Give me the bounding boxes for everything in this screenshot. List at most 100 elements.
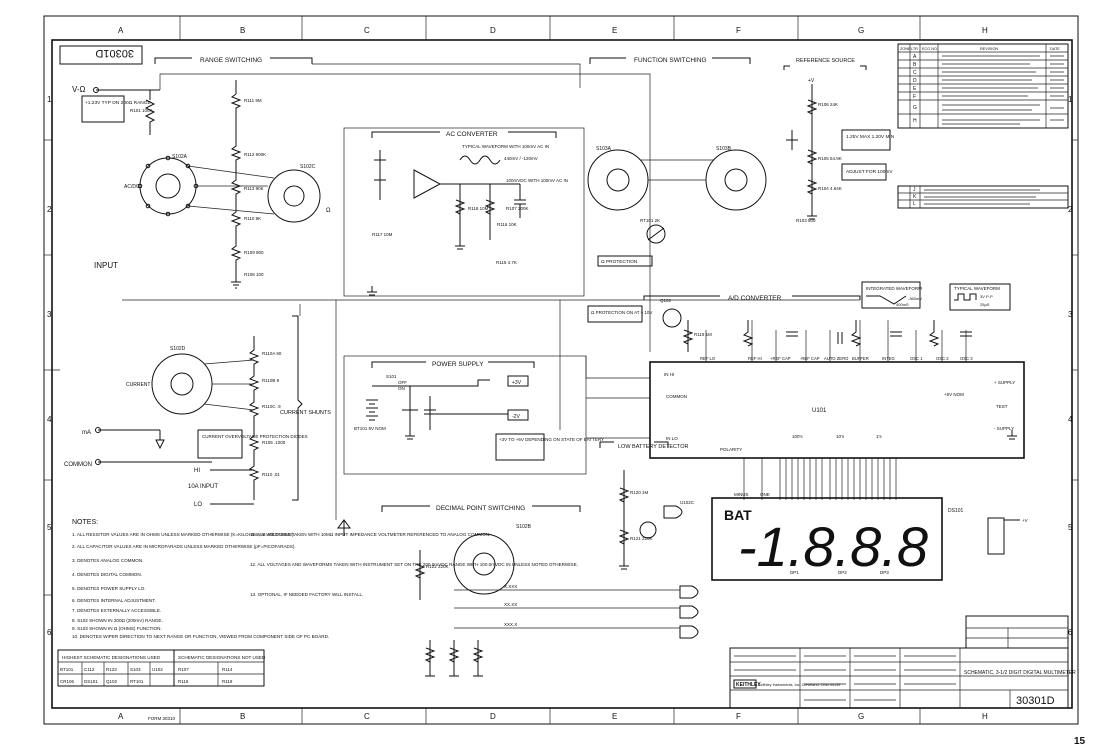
grid-col-f-bottom: F <box>736 712 741 721</box>
u101-lo-pin: IN LO <box>666 436 678 441</box>
omega-label: Ω <box>326 208 331 214</box>
minus2v-label: -2V <box>512 414 520 420</box>
drawing-title: SCHEMATIC, 3-1/2 DIGIT DIGITAL MULTIMETE… <box>964 670 1076 676</box>
u101-supply-minus: - SUPPLY <box>994 426 1014 431</box>
title-block-upper <box>965 615 1069 649</box>
r105-label: R105 54.9K <box>818 156 842 161</box>
doc-number-top: 30301D <box>95 47 134 59</box>
svg-text:L: L <box>913 201 916 207</box>
overvoltage-box <box>197 429 243 459</box>
r110b-label: R110B 9 <box>262 378 280 383</box>
svg-text:K: K <box>913 194 917 200</box>
one-label: ONE <box>760 492 770 497</box>
s102a-contacts <box>137 155 199 217</box>
svg-text:C: C <box>913 70 917 76</box>
svg-text:BT101: BT101 <box>60 667 74 672</box>
grid-col-e-bottom: E <box>612 712 617 721</box>
osc-value: 3V P-P <box>980 294 993 299</box>
u102-vplus: +V <box>1022 518 1028 523</box>
r109-label: R109 900 <box>244 250 264 255</box>
grid-col-b: B <box>240 26 245 35</box>
svg-text:XX.XX: XX.XX <box>504 602 517 607</box>
svg-text:R123: R123 <box>106 667 117 672</box>
note-8: 8. S102 SHOWN IN 200Ω (200mV) RANGE. <box>72 618 163 623</box>
s103b-label: S103B <box>716 146 732 152</box>
decimal-point-title: DECIMAL POINT SWITCHING <box>436 505 525 512</box>
svg-text:100's: 100's <box>792 434 803 439</box>
svg-text:S103: S103 <box>130 667 141 672</box>
r116-label: R116 10K <box>497 222 517 227</box>
grid-col-b-bottom: B <box>240 712 245 721</box>
current-shunts-bracket <box>292 315 303 501</box>
note-1: 1. ALL RESISTOR VALUES ARE IN OHMS UNLES… <box>72 532 295 537</box>
outer-border <box>43 15 1079 725</box>
low-battery-title: LOW BATTERY DETECTOR <box>618 444 689 450</box>
power-line-plus <box>372 379 490 387</box>
u101-label: U101 <box>812 408 827 414</box>
s102c-label: S102C <box>300 164 316 170</box>
svg-text:B: B <box>913 62 917 68</box>
minus-label: MINUS <box>734 492 749 497</box>
note-9: 9. S103 SHOWN IN Ω (OHMS) FUNCTION. <box>72 626 162 631</box>
range-resistor-ladder <box>230 93 242 275</box>
current-label: CURRENT <box>126 382 150 388</box>
r106-resistor-icon <box>806 84 818 118</box>
lcd-bat-indicator: BAT <box>724 507 752 523</box>
ma-input-label: mA <box>82 430 91 436</box>
s103b-switch-icon <box>705 149 767 211</box>
dp-labels: DP1 DP2 DP3 <box>790 570 889 575</box>
ac-converter-bracket-left <box>371 131 440 138</box>
integrated-waveform-note: INTEGRATED WAVEFORM <box>866 286 922 291</box>
typical-waveform-note: TYPICAL WAVEFORM WITH 100mV AC IN <box>462 144 549 149</box>
u101-common-pin: COMMON <box>666 394 687 399</box>
ref-max-note: 1.25V MAX 1.20V MIN <box>846 134 895 140</box>
grid-col-d-bottom: D <box>490 712 496 721</box>
integrated-waveform-icon <box>866 295 907 305</box>
s102d-rotor-icon <box>170 372 194 396</box>
s102a-rotor-icon <box>155 173 181 199</box>
protection-on-box <box>587 305 643 323</box>
grid-col-f: F <box>736 26 741 35</box>
page-number: 15 <box>1074 736 1086 747</box>
battery-note: +3V TO +6V DEPENDING ON STATE OF BATTERY <box>499 437 604 442</box>
c112-cap-icon <box>514 184 526 218</box>
common-input-label: COMMON <box>64 462 92 468</box>
ten-a-input-label: 10A INPUT <box>188 484 218 490</box>
grid-row-4: 4 <box>47 415 52 424</box>
fuse-f101-icon <box>155 430 165 450</box>
svg-text:OSC 1: OSC 1 <box>910 356 923 361</box>
cr-diode-icon <box>337 519 351 536</box>
r107-label: R107 200K <box>506 206 529 211</box>
svg-text:XXX.X: XXX.X <box>504 622 517 627</box>
svg-text:D: D <box>913 78 917 84</box>
r120-label: R120 1M <box>630 490 649 495</box>
function-switching-title: FUNCTION SWITCHING <box>634 57 707 64</box>
revision-letters: A B C D E F G H <box>913 54 917 124</box>
s103a-label: S103A <box>596 146 612 152</box>
svg-text:R119: R119 <box>222 679 233 684</box>
common-jack-icon <box>95 459 101 465</box>
grid-row-2: 2 <box>47 205 52 214</box>
ad-converter-bracket-right <box>792 295 861 300</box>
function-switching-bracket-left <box>589 57 626 64</box>
rev-zone-header: ZONE <box>900 47 911 51</box>
input-v-ohm-label: V-Ω <box>72 85 86 94</box>
v123-note: +1.23V TYP ON 200Ω RANGE <box>85 100 151 106</box>
rev-revision-header: REVISION <box>980 47 998 51</box>
svg-text:OSC 2: OSC 2 <box>936 356 949 361</box>
note-13: 13. OPTIONAL, IF NEEDED FACTORY WILL INS… <box>250 592 363 597</box>
grid-col-d: D <box>490 26 496 35</box>
ac-diodes-icon <box>374 150 386 200</box>
svg-text:DS101: DS101 <box>84 679 98 684</box>
dp-resistors-icon <box>424 640 484 670</box>
drawing-number: 30301D <box>1016 695 1055 707</box>
ad-converter-bracket-left <box>643 295 720 300</box>
ground-icons <box>231 210 1017 677</box>
r122-resistor-icon <box>414 550 426 600</box>
ref-max-box <box>841 129 891 151</box>
notes-header: NOTES: <box>72 519 98 526</box>
r113-label: R113 90K <box>244 186 264 191</box>
s102b-rotor-icon <box>472 552 496 576</box>
revision-letters-2: J K L <box>913 187 917 207</box>
svg-text:BUFFER: BUFFER <box>852 356 869 361</box>
